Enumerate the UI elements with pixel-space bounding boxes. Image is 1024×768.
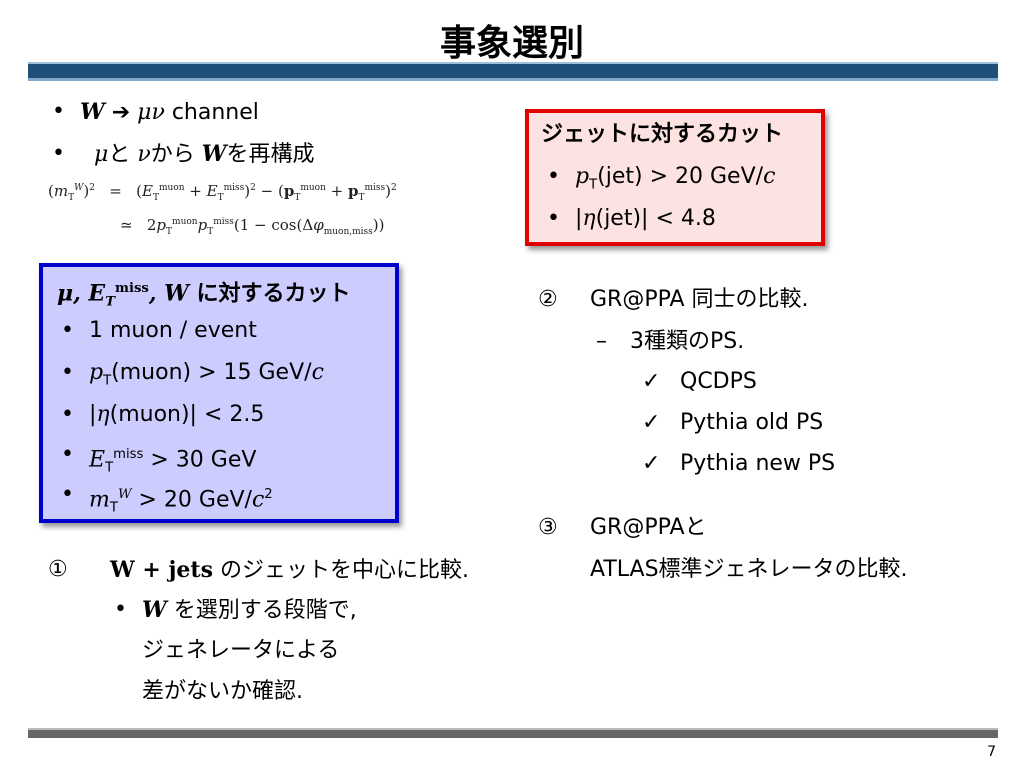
check-icon: ✓ [642, 410, 661, 435]
equation-line-1: (mTW)2 = (ETmuon + ETmiss)2 − (pTmuon + … [48, 182, 397, 203]
page-number: 7 [987, 744, 996, 760]
nu-symbol: ν [137, 142, 151, 167]
ps-item-pythia-new: Pythia new PS [680, 451, 836, 476]
cut-item-muon-pt: pT(muon) > 15 GeV/c [61, 359, 324, 395]
section-1-sub-bullet: W を選別する段階で, [114, 596, 357, 625]
check-icon: ✓ [642, 369, 661, 394]
section-1-number: ① [48, 557, 68, 582]
jet-pt-cut: pT(jet) > 20 GeV/c [547, 163, 775, 199]
muon-cut-box: μ, ETmiss, W に対するカット 1 muon / event pT(m… [39, 263, 399, 523]
cut-item-met: ETmiss > 30 GeV [61, 441, 257, 483]
section-1-text: W + jets のジェットを中心に比較. [110, 557, 469, 583]
slide-title: 事象選別 [439, 23, 584, 64]
w-symbol: W [80, 99, 105, 125]
cut-item-muon-eta: |η(muon)| < 2.5 [61, 401, 264, 429]
arrow-icon: ➔ [111, 100, 131, 125]
cut-item-muon-count: 1 muon / event [61, 317, 257, 345]
section-2-number: ② [538, 287, 558, 312]
bullet-channel: W ➔ μν channel [52, 98, 259, 127]
muon-cut-title: μ, ETmiss, W に対するカット [57, 280, 351, 310]
title-divider [28, 62, 998, 78]
jet-cut-title: ジェットに対するカット [541, 122, 784, 147]
cut-item-mtw: mTW > 20 GeV/c2 [61, 481, 273, 523]
w-symbol-2: W [201, 141, 227, 167]
to-text: と [108, 142, 131, 167]
section-2-subtext: 3種類のPS. [630, 329, 745, 354]
section-1-sub-line-2: ジェネレータによる [142, 638, 340, 663]
section-1-sub-line-3: 差がないか確認. [142, 679, 303, 704]
kara-text: から [150, 142, 195, 167]
section-3-number: ③ [538, 515, 558, 540]
section-3-line-2: ATLAS標準ジェネレータの比較. [590, 557, 908, 582]
ps-item-pythia-old: Pythia old PS [680, 410, 824, 435]
bullet-reconstruct: μと νから Wを再構成 [52, 140, 315, 169]
ps-item-qcdps: QCDPS [680, 369, 757, 394]
footer-divider [28, 730, 998, 738]
jet-eta-cut: |η(jet)| < 4.8 [547, 205, 716, 233]
section-2-text: GR@PPA 同士の比較. [590, 287, 809, 312]
mu-nu-symbol: μν [137, 100, 165, 125]
section-3-line-1: GR@PPAと [590, 515, 707, 540]
check-icon: ✓ [642, 451, 661, 476]
mu-symbol: μ [94, 142, 109, 167]
channel-text: channel [171, 100, 259, 125]
jet-cut-box: ジェットに対するカット pT(jet) > 20 GeV/c |η(jet)| … [525, 109, 825, 246]
reconstruct-text: を再構成 [226, 142, 315, 167]
section-2-dash: – [596, 329, 607, 354]
equation-line-2: ≃ 2pTmuonpTmiss(1 − cos(Δφmuon,miss)) [120, 216, 385, 237]
